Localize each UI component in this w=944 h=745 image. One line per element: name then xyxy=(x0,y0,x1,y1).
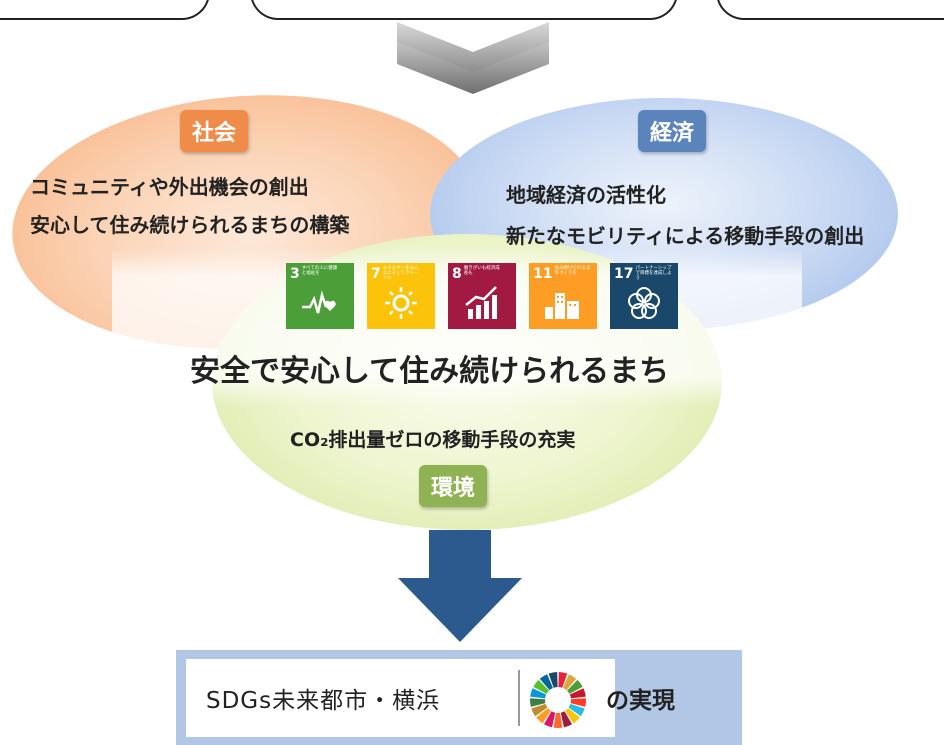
sdgs-color-wheel-icon xyxy=(530,672,586,728)
flower-rings-icon xyxy=(628,287,660,319)
environment-line: CO₂排出量ゼロの移動手段の充実 xyxy=(290,429,576,451)
growth-chart-icon xyxy=(465,286,497,319)
city-buildings-icon xyxy=(545,293,579,319)
social-tag: 社会 xyxy=(180,110,249,152)
wheel-segment xyxy=(558,672,568,688)
wheel-segment xyxy=(568,703,585,717)
social-line-2: 安心して住み続けられるまちの構築 xyxy=(30,213,350,237)
result-divider xyxy=(518,670,520,726)
wheel-segment xyxy=(531,703,548,717)
wheel-segment xyxy=(553,712,563,728)
result-frame xyxy=(176,650,742,745)
top-box-left xyxy=(0,0,210,20)
wheel-segment xyxy=(530,698,546,707)
heartbeat-icon xyxy=(302,290,336,314)
wheel-segment xyxy=(543,711,556,728)
wheel-segment xyxy=(569,688,586,699)
social-line-1: コミュニティや外出機会の創出 xyxy=(30,175,309,199)
wheel-segment xyxy=(530,688,547,699)
vision-statement: 安全で安心して住み続けられるまち xyxy=(190,354,670,389)
sdgs-future-city-yokohama-label: SDGs未来都市・横浜 xyxy=(206,688,441,714)
wheel-segment xyxy=(548,672,558,688)
environment-tag: 環境 xyxy=(419,465,488,507)
arrow-down-icon xyxy=(398,530,522,642)
wheel-segment xyxy=(563,674,577,691)
wheel-segment xyxy=(533,679,549,694)
sun-icon xyxy=(385,287,417,319)
wheel-segment xyxy=(536,708,551,724)
wheel-segment xyxy=(539,674,553,691)
wheel-segment xyxy=(560,711,573,728)
realization-label: の実現 xyxy=(606,688,675,714)
wheel-segment xyxy=(565,708,580,724)
wheel-segment xyxy=(570,698,586,707)
economy-tag: 経済 xyxy=(638,110,707,152)
chevron-down-icon xyxy=(397,22,549,94)
wheel-segment xyxy=(567,679,583,694)
economy-line-1: 地域経済の活性化 xyxy=(506,183,666,207)
top-box-right xyxy=(716,0,944,20)
economy-line-2: 新たなモビリティによる移動手段の創出 xyxy=(506,224,865,248)
top-box-middle xyxy=(250,0,678,20)
